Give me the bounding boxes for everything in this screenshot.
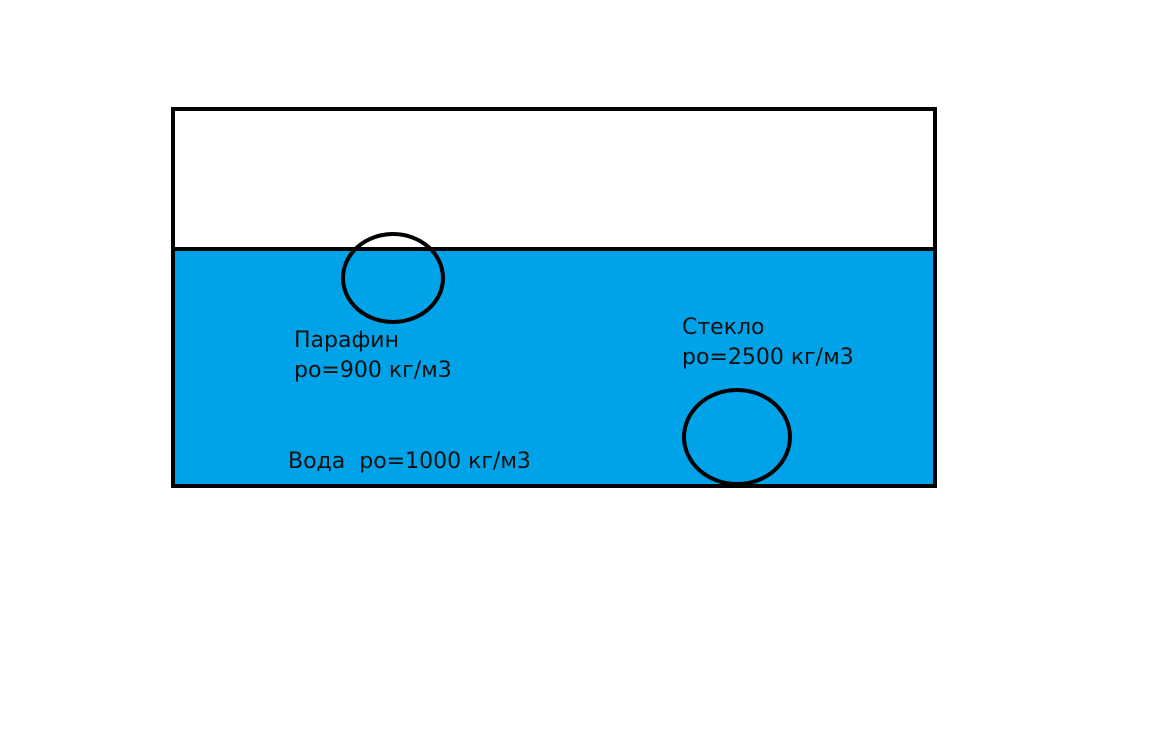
paraffin-name: Парафин (294, 328, 399, 353)
glass-density: ро=2500 кг/м3 (682, 345, 854, 370)
water-body (173, 249, 935, 486)
paraffin-ball (341, 232, 445, 324)
vessel-outline (171, 107, 937, 488)
glass-name: Стекло (682, 315, 765, 340)
paraffin-label: Парафин ро=900 кг/м3 (294, 326, 452, 386)
paraffin-density: ро=900 кг/м3 (294, 358, 452, 383)
glass-label: Стекло ро=2500 кг/м3 (682, 313, 854, 373)
glass-ball (682, 388, 792, 486)
water-label: Вода ро=1000 кг/м3 (288, 447, 531, 477)
water-text: Вода ро=1000 кг/м3 (288, 449, 531, 474)
